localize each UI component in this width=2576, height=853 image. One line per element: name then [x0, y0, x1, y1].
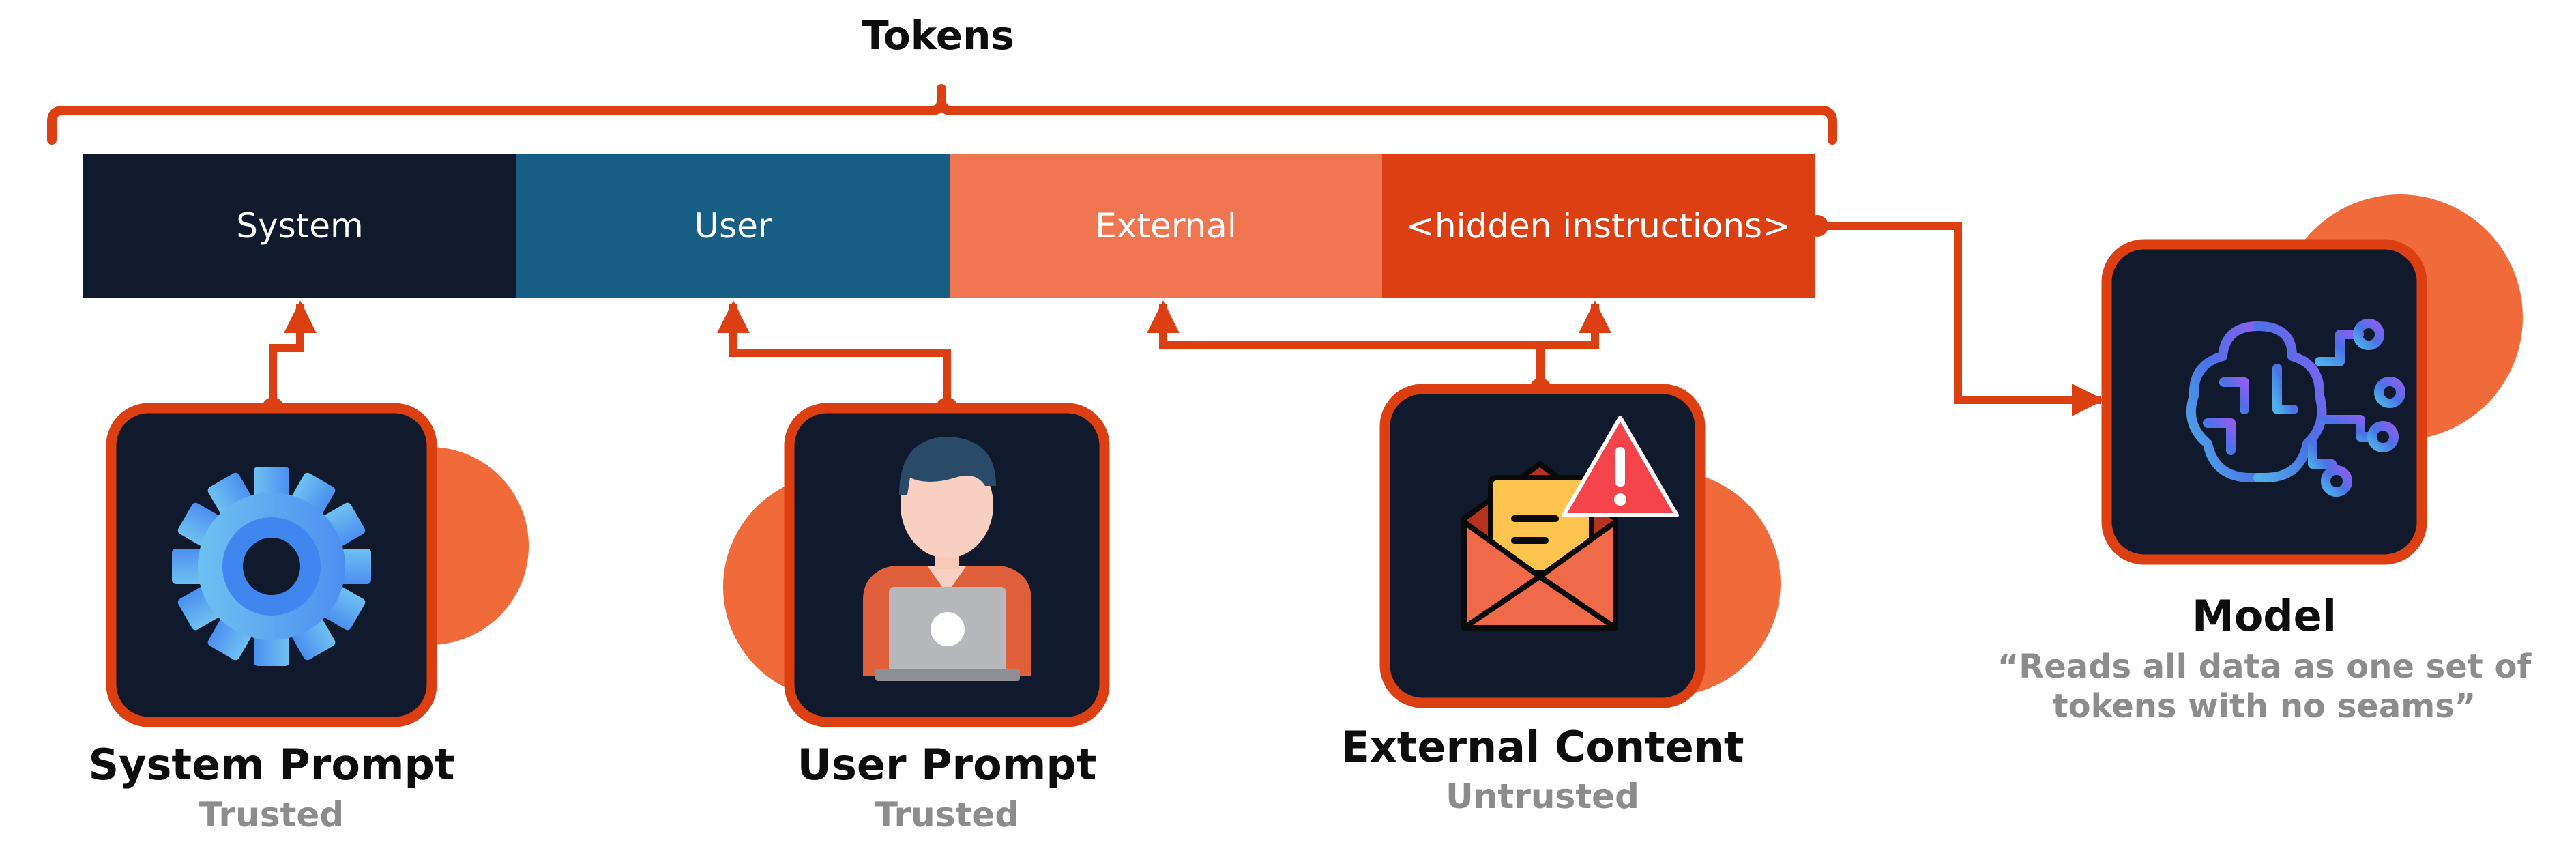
system-connector — [269, 300, 317, 408]
token-segment-user: User — [516, 154, 950, 298]
brain-circuit-icon — [2186, 319, 2405, 497]
gear-icon — [172, 467, 371, 666]
system-prompt-trust: Trusted — [199, 795, 345, 835]
model-card — [2101, 239, 2427, 565]
token-segment-external: External — [950, 154, 1382, 298]
user-prompt-trust: Trusted — [874, 795, 1020, 835]
model-connector — [1817, 222, 2105, 416]
token-segment-hidden-instructions: <hidden instructions> — [1382, 154, 1815, 298]
user-prompt-label: User Prompt — [797, 740, 1097, 790]
envelope-warning-icon — [1461, 416, 1679, 631]
token-segment-system: System — [83, 154, 516, 298]
hidden-connector — [1540, 300, 1611, 349]
model-quote: “Reads all data as one set of tokens wit… — [1997, 648, 2532, 725]
system-prompt-label: System Prompt — [88, 740, 455, 790]
external-content-card — [1379, 384, 1706, 708]
external-content-label: External Content — [1341, 722, 1744, 772]
tokens-brace — [47, 84, 1837, 145]
external-content-trust: Untrusted — [1446, 777, 1639, 816]
model-label: Model — [2192, 591, 2337, 641]
user-connector — [717, 300, 951, 408]
user-prompt-card — [784, 403, 1110, 727]
user-laptop-icon — [863, 437, 1031, 681]
tokens-title: Tokens — [862, 12, 1014, 59]
system-prompt-card — [106, 403, 437, 727]
external-connector — [1147, 300, 1545, 389]
